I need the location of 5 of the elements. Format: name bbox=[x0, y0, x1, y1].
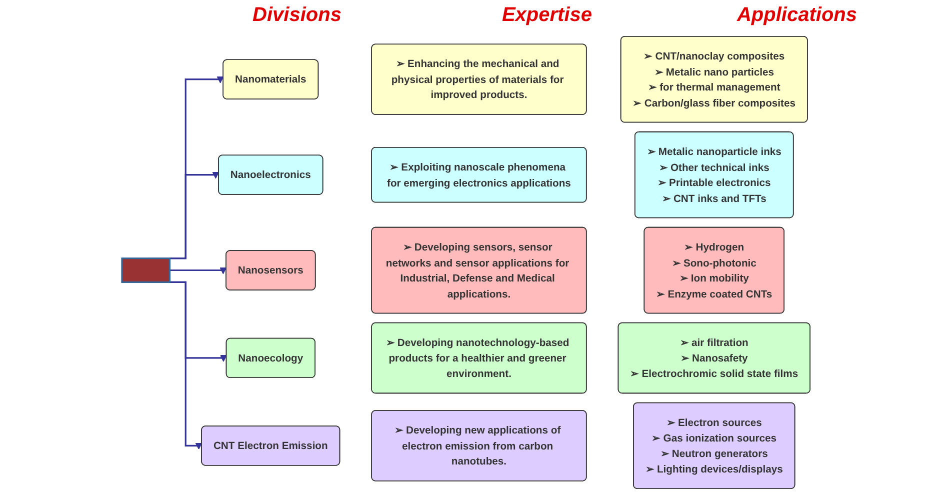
column-heading: Applications bbox=[736, 3, 858, 28]
column-heading: Expertise bbox=[500, 3, 594, 28]
node-box bbox=[121, 258, 170, 283]
arrow bbox=[170, 267, 227, 274]
column-heading: Divisions bbox=[252, 3, 342, 28]
